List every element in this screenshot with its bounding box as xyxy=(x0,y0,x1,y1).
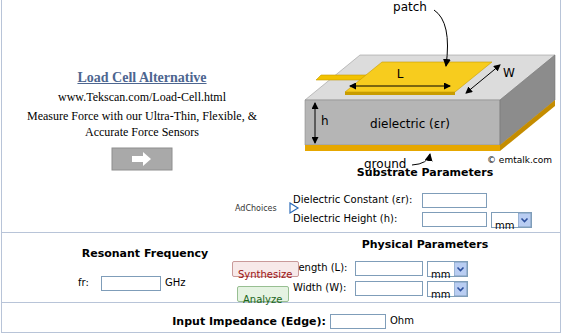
dropdown-arrow xyxy=(454,262,467,276)
select-value: mm xyxy=(431,269,450,280)
ad-link: Load Cell Alternative xyxy=(77,70,206,86)
select-value: mm xyxy=(431,289,450,300)
field-label: Dielectric Height (h): xyxy=(293,213,397,224)
unit-label: Ohm xyxy=(390,315,414,326)
part-label: patch xyxy=(393,0,427,14)
synthesize-button: Synthesize xyxy=(232,261,299,277)
section-heading: Resonant Frequency xyxy=(82,247,209,260)
button-label: Analyze xyxy=(243,294,282,305)
watermark: © emtalk.com xyxy=(487,155,552,165)
dimension-label: W xyxy=(503,66,515,80)
section-heading: Substrate Parameters xyxy=(357,166,493,179)
unit-label: GHz xyxy=(165,277,186,288)
field-label: Length (L): xyxy=(293,262,347,273)
select-value: mm xyxy=(495,220,514,231)
field-label: Width (W): xyxy=(293,282,346,293)
field-label: Dielectric Constant (εr): xyxy=(293,194,412,205)
field-label: fr: xyxy=(78,277,89,288)
unit-select: mm xyxy=(427,261,468,277)
dropdown-arrow xyxy=(454,282,467,296)
field-label: Input Impedance (Edge): xyxy=(172,315,326,328)
dimension-label: h xyxy=(321,114,329,128)
analyze-button: Analyze xyxy=(237,286,289,302)
ad-url: www.Tekscan.com/Load-Cell.html xyxy=(58,90,226,105)
ad-arrow-button xyxy=(112,148,172,170)
input-fields xyxy=(102,194,487,329)
part-label: dielectric (εr) xyxy=(370,117,450,131)
patch-antenna-illustration xyxy=(305,10,555,165)
dimension-label: L xyxy=(397,67,404,81)
dropdown-arrow xyxy=(518,213,531,227)
unit-select: mm xyxy=(491,212,532,228)
button-label: Synthesize xyxy=(238,269,292,280)
unit-select: mm xyxy=(427,281,468,297)
ad-text: Measure Force with our Ultra-Thin, Flexi… xyxy=(7,108,277,140)
adchoices-label: AdChoices xyxy=(235,204,277,213)
section-heading: Physical Parameters xyxy=(362,238,489,251)
